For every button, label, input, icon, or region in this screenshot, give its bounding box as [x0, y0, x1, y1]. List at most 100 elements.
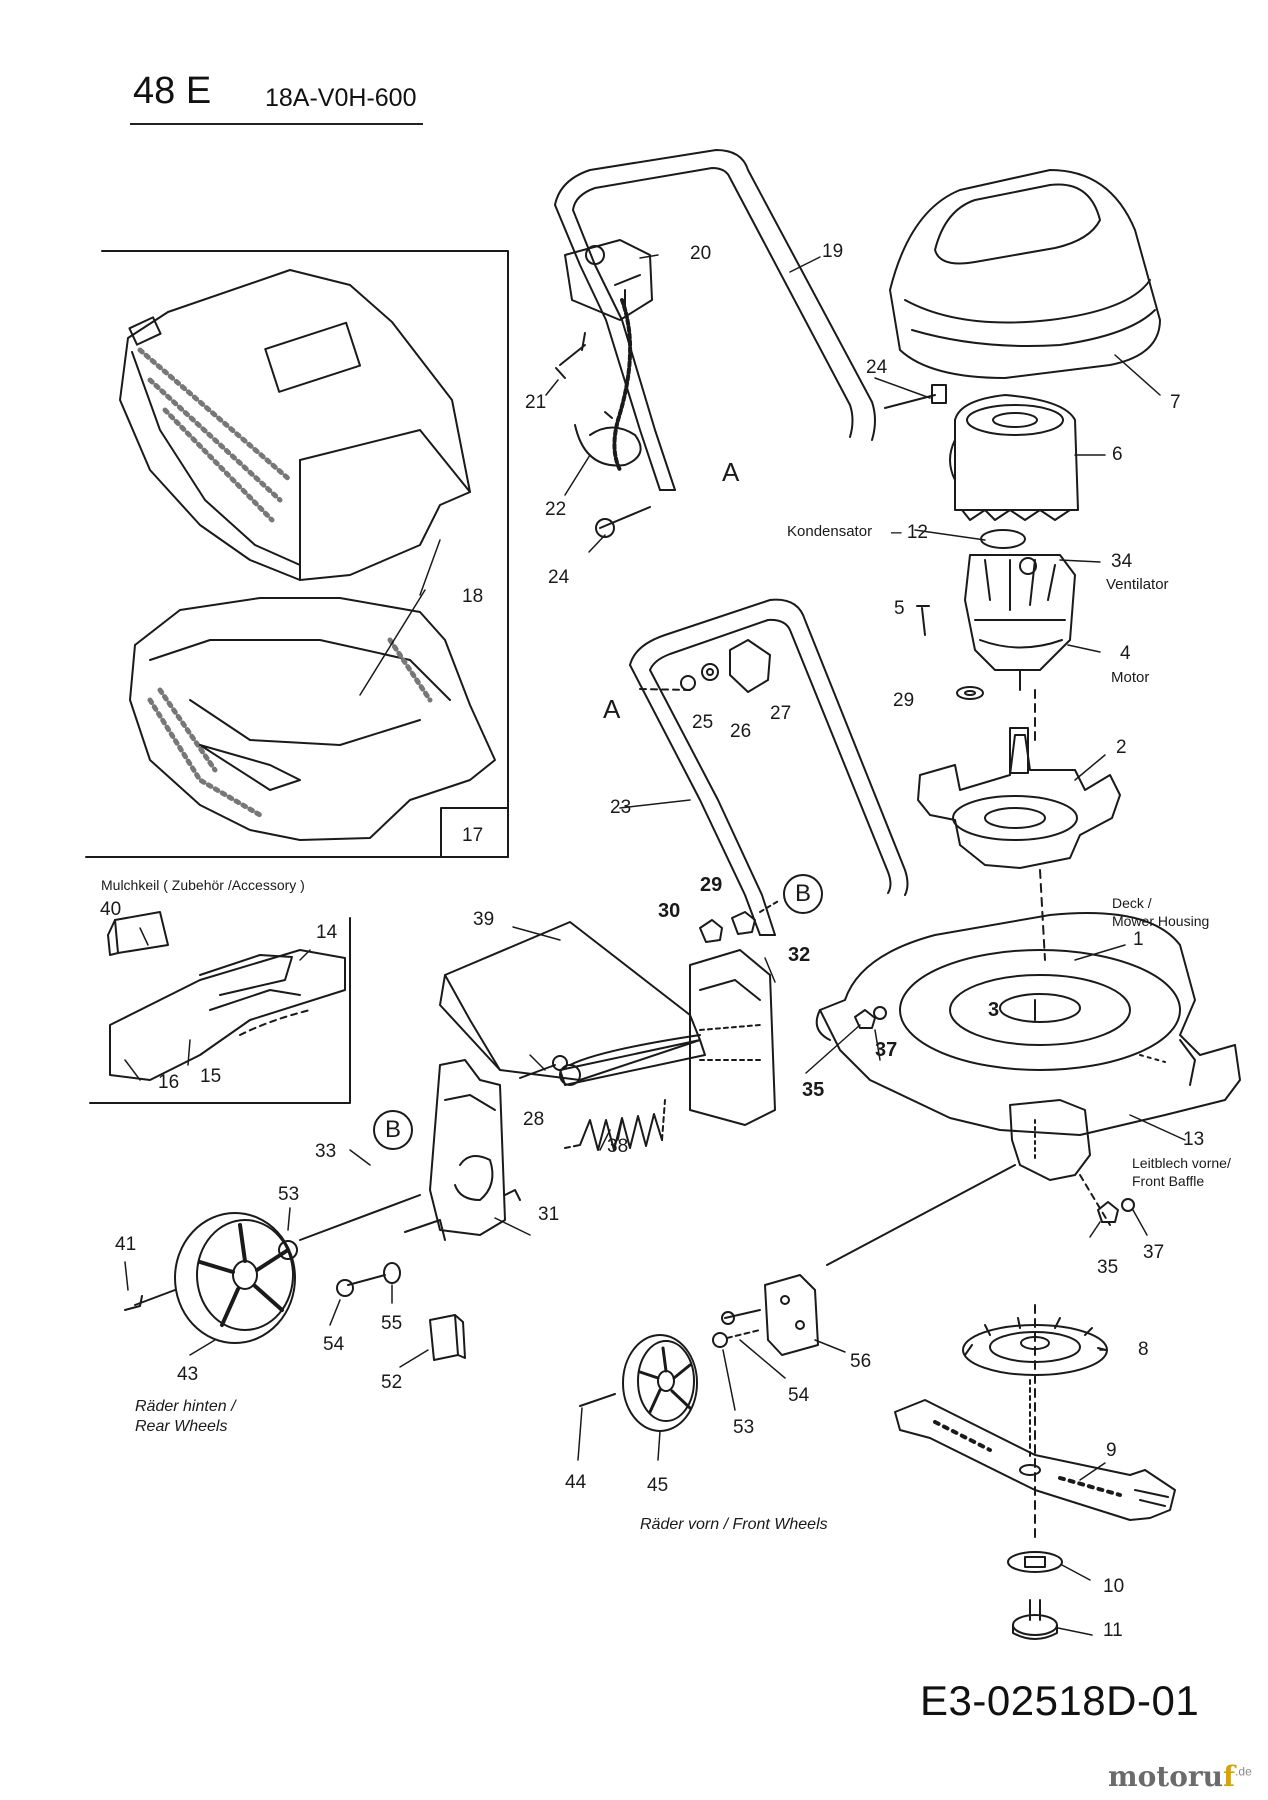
- motor-top-housing: [949, 394, 1079, 521]
- reference-mark-a-lower: A: [603, 694, 621, 724]
- mulch-kit-frame: [89, 917, 351, 1104]
- motor-axis: [1029, 689, 1046, 1541]
- callout-35-front: 35: [1097, 1257, 1119, 1278]
- grass-catcher-top: [119, 269, 471, 581]
- callout-20: 20: [690, 243, 712, 264]
- rear-axle-bracket-right: [689, 949, 776, 1126]
- callout-25: 25: [692, 712, 714, 733]
- callout-54-front: 54: [788, 1385, 810, 1406]
- callout-6: 6: [1112, 444, 1123, 465]
- callout-53-front: 53: [733, 1417, 755, 1438]
- blade-fan: [962, 1317, 1108, 1376]
- model-title: 48 E: [133, 70, 212, 112]
- callout-14: 14: [316, 922, 338, 943]
- front-axle-plate: [721, 1164, 1016, 1356]
- callout-3: 3: [988, 999, 1000, 1021]
- callout-55: 55: [381, 1313, 403, 1334]
- callout-34: 34: [1111, 551, 1133, 572]
- callout-35-deck: 35: [802, 1079, 825, 1101]
- motor-cover: [889, 169, 1161, 379]
- callout-19: 19: [822, 241, 844, 262]
- callout-23: 23: [610, 797, 632, 818]
- callout-24-right: 24: [866, 357, 888, 378]
- callout-44: 44: [565, 1472, 587, 1493]
- motor-caption: Motor: [1111, 669, 1150, 686]
- callout-37-deck: 37: [875, 1039, 898, 1061]
- mower-deck: [815, 912, 1241, 1136]
- mulch-plug: [107, 911, 346, 1081]
- spring: [564, 1099, 666, 1151]
- callout-1: 1: [1133, 929, 1144, 950]
- cable-and-clip: [574, 298, 642, 472]
- handle-lock-lever: [680, 639, 771, 693]
- callout-53-rear: 53: [278, 1184, 300, 1205]
- capacitor: [980, 529, 1026, 549]
- rear-hardware: [278, 1194, 466, 1361]
- callout-37-front: 37: [1143, 1242, 1165, 1263]
- callout-43: 43: [177, 1364, 199, 1385]
- motor-washer-screw: [916, 605, 984, 700]
- callout-5: 5: [894, 598, 905, 619]
- grass-catcher-frame: [85, 250, 509, 858]
- brand-logo: motoruf.de: [1108, 1760, 1252, 1793]
- front-wheels-caption: Räder vorn / Front Wheels: [640, 1516, 828, 1533]
- callout-16: 16: [158, 1072, 180, 1093]
- model-code: 18A-V0H-600: [265, 84, 417, 112]
- axle-screw: [519, 1055, 568, 1079]
- callout-31: 31: [538, 1204, 560, 1225]
- callout-41: 41: [115, 1234, 137, 1255]
- deck-caption-line2: Mower Housing: [1112, 913, 1210, 929]
- callout-52: 52: [381, 1372, 403, 1393]
- callout-22: 22: [545, 499, 567, 520]
- mulch-kit-caption: Mulchkeil ( Zubehör /Accessory ): [101, 877, 305, 893]
- callout-12: – 12: [891, 522, 928, 543]
- baffle-caption-line1: Leitblech vorne/: [1132, 1155, 1231, 1171]
- callout-27: 27: [770, 703, 792, 724]
- rear-axle-bracket-left: [429, 1059, 521, 1236]
- callout-leader-lines: [124, 254, 1186, 1636]
- electric-motor: [964, 554, 1076, 691]
- callout-38: 38: [607, 1136, 629, 1157]
- callout-10: 10: [1103, 1576, 1125, 1597]
- deck-caption-line1: Deck /: [1112, 895, 1152, 911]
- blade-adapter-bolt: [1007, 1551, 1063, 1640]
- lower-handle: [629, 598, 909, 936]
- baffle-caption-line2: Front Baffle: [1132, 1173, 1205, 1189]
- callout-29-bottom: 29: [700, 874, 723, 896]
- title-underline: [130, 123, 423, 125]
- callout-17: 17: [462, 825, 484, 846]
- callout-18: 18: [462, 586, 484, 607]
- reference-mark-b-bracket: B: [373, 1110, 413, 1150]
- rear-wheels-caption-line1: Räder hinten /: [135, 1398, 236, 1415]
- callout-39: 39: [473, 909, 495, 930]
- handle-bolt-nut: [699, 899, 781, 943]
- callout-54-rear: 54: [323, 1334, 345, 1355]
- upper-handle: [554, 149, 876, 491]
- callout-11: 11: [1103, 1620, 1123, 1641]
- callout-9: 9: [1106, 1440, 1117, 1461]
- motor-mount: [917, 727, 1121, 869]
- callout-21: 21: [525, 392, 547, 413]
- rear-wheels-caption-line2: Rear Wheels: [135, 1418, 228, 1435]
- reference-mark-a-upper: A: [722, 457, 740, 487]
- callout-2: 2: [1116, 737, 1127, 758]
- rear-wheel: [124, 1212, 296, 1344]
- callout-8: 8: [1138, 1339, 1149, 1360]
- callout-56: 56: [850, 1351, 872, 1372]
- callout-24-left: 24: [548, 567, 570, 588]
- reference-mark-b-handle: B: [783, 874, 823, 914]
- grass-catcher-bottom: [129, 597, 496, 841]
- callout-15: 15: [200, 1066, 222, 1087]
- callout-40: 40: [100, 899, 122, 920]
- document-number: E3-02518D-01: [920, 1677, 1200, 1724]
- callout-26: 26: [730, 721, 752, 742]
- callout-32: 32: [788, 944, 811, 966]
- callout-45: 45: [647, 1475, 669, 1496]
- callout-33: 33: [315, 1141, 337, 1162]
- rear-flap: [439, 921, 706, 1086]
- front-wheel: [579, 1329, 761, 1432]
- mower-blade: [894, 1399, 1176, 1521]
- switch-box: [564, 239, 653, 321]
